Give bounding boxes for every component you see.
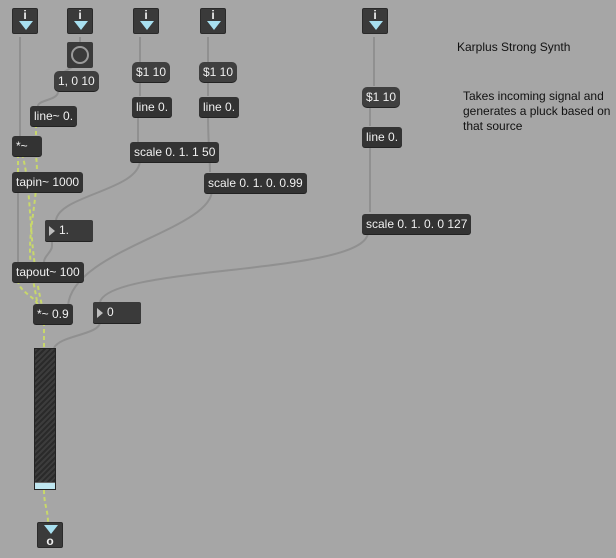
inlet-label: i (144, 8, 148, 22)
cord (67, 189, 213, 307)
inlet-arrow-icon (369, 21, 383, 30)
patch-title: Karplus Strong Synth (457, 40, 571, 54)
scale-object-b[interactable]: scale 0. 1. 0. 0.99 (204, 173, 307, 193)
cord (99, 231, 369, 303)
tapin-object[interactable]: tapin~ 1000 (12, 172, 84, 192)
signal-level-meter (34, 348, 56, 490)
outlet-arrow-icon (44, 525, 58, 534)
audio-cord (43, 489, 49, 523)
outlet-label: o (46, 534, 54, 548)
tapout-object[interactable]: tapout~ 100 (12, 262, 84, 282)
message-a[interactable]: $1 10 (132, 62, 171, 82)
bang-button[interactable] (67, 42, 93, 68)
inlet-label: i (373, 8, 377, 22)
delay-number-box[interactable]: 1. (45, 220, 93, 241)
inlet-gain[interactable]: i (362, 8, 388, 34)
bang-circle-icon (71, 46, 89, 64)
line-object-c[interactable]: line 0. (362, 127, 403, 147)
cord (43, 240, 53, 263)
scale-object-c[interactable]: scale 0. 1. 0. 0 127 (362, 214, 472, 234)
line-object-b[interactable]: line 0. (199, 97, 240, 117)
line-object-a[interactable]: line 0. (132, 97, 173, 117)
gain-number-box[interactable]: 0 (93, 302, 141, 323)
meter-level-fill (35, 482, 55, 489)
inlet-damping[interactable]: i (200, 8, 226, 34)
cord (37, 91, 59, 107)
inlet-label: i (23, 8, 27, 22)
outlet-audio[interactable]: o (37, 522, 63, 548)
inlet-signal[interactable]: i (12, 8, 38, 34)
message-c[interactable]: $1 10 (362, 87, 401, 107)
scale-object-a[interactable]: scale 0. 1. 1 50 (130, 142, 220, 162)
cord (53, 321, 101, 349)
inlet-arrow-icon (207, 21, 221, 30)
ramp-message[interactable]: 1, 0 10 (54, 71, 99, 91)
inlet-arrow-icon (140, 21, 154, 30)
audio-cord (17, 279, 39, 307)
inlet-arrow-icon (74, 21, 88, 30)
multiply-tilde-object[interactable]: *~ (12, 136, 42, 156)
feedback-multiply-object[interactable]: *~ 0.9 (33, 304, 73, 324)
inlet-arrow-icon (19, 21, 33, 30)
inlet-label: i (78, 8, 82, 22)
line-tilde-object[interactable]: line~ 0. (30, 106, 78, 126)
message-b[interactable]: $1 10 (199, 62, 238, 82)
inlet-pitch[interactable]: i (133, 8, 159, 34)
inlet-label: i (211, 8, 215, 22)
patch-description: Takes incoming signal and generates a pl… (463, 89, 611, 133)
inlet-trigger[interactable]: i (67, 8, 93, 34)
